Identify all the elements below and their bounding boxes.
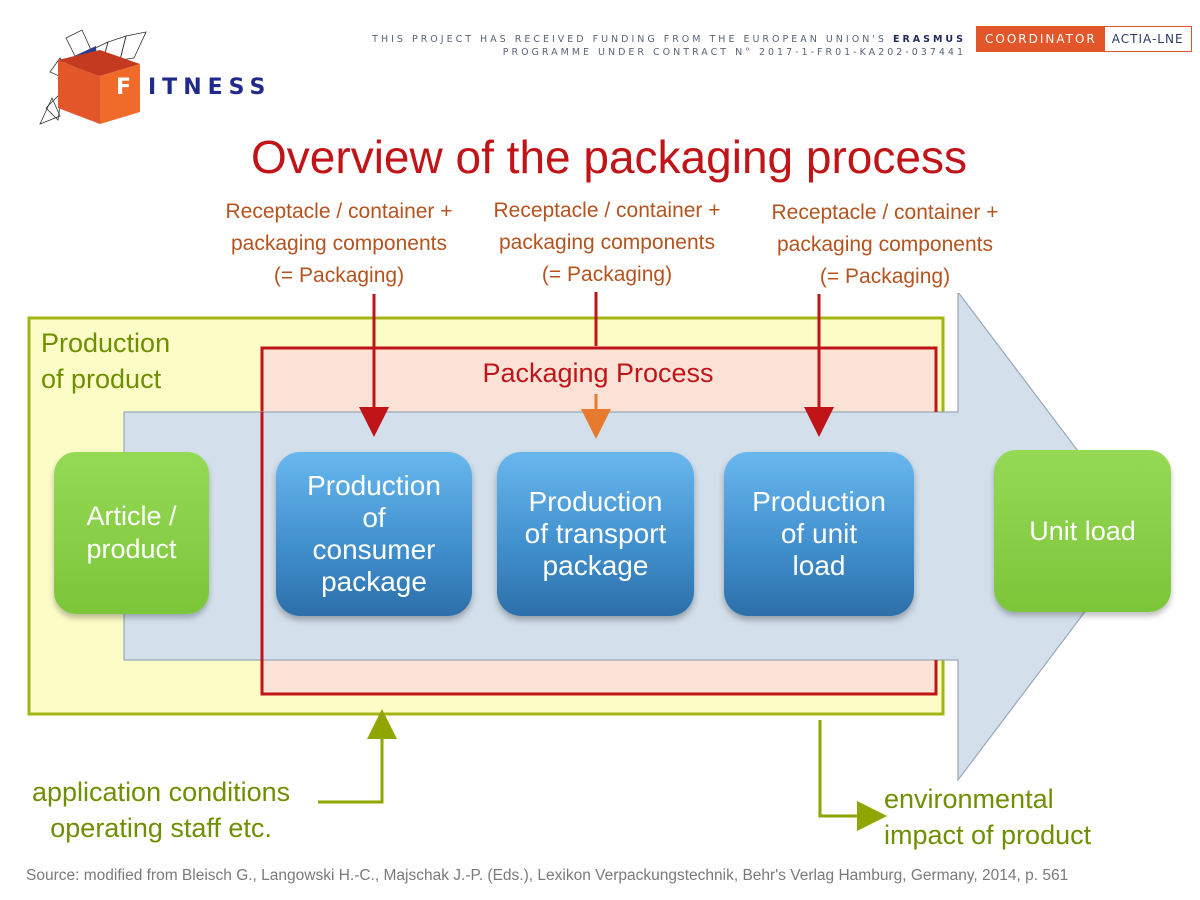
node-production-consumer-package: Production of consumer package [276,452,472,616]
source-citation: Source: modified from Bleisch G., Langow… [26,867,1069,884]
node-production-transport-package: Production of transport package [497,452,694,616]
production-of-product-label: Production of product [41,328,171,394]
erasmus-label: ERASMUS [892,34,966,45]
page-title: Overview of the packaging process [251,131,967,183]
node-article-product: Article / product [54,452,209,614]
node-unit-load: Unit load [994,450,1171,612]
packaging-process-label: Packaging Process [482,358,714,388]
coordinator-badge: COORDINATOR ACTIA-LNE [976,26,1192,52]
input-label-consumer: Receptacle / container +packaging compon… [206,196,472,292]
logo-wordmark: ITNESS [148,75,272,100]
coordinator-name: ACTIA-LNE [1104,27,1191,51]
node-production-unit-load: Production of unit load [724,452,914,616]
logo-letter-f: F [116,75,132,100]
environmental-impact-arrow [818,720,887,831]
funding-line-2: PROGRAMME UNDER CONTRACT N° 2017-1-FR01-… [502,47,966,58]
fitness-logo: F ITNESS [36,28,276,138]
coordinator-label: COORDINATOR [977,27,1105,51]
logo-graphic [39,29,147,125]
packaging-process-border-left [260,412,938,696]
application-conditions-arrow [318,709,397,804]
environmental-impact-label: environmental impact of product [884,784,1092,850]
application-conditions-label: application conditions operating staff e… [32,777,291,843]
funding-line-1: THIS PROJECT HAS RECEIVED FUNDING FROM T… [372,34,966,45]
input-label-unit-load: Receptacle / container +packaging compon… [752,197,1018,293]
input-label-transport: Receptacle / container +packaging compon… [474,195,740,291]
